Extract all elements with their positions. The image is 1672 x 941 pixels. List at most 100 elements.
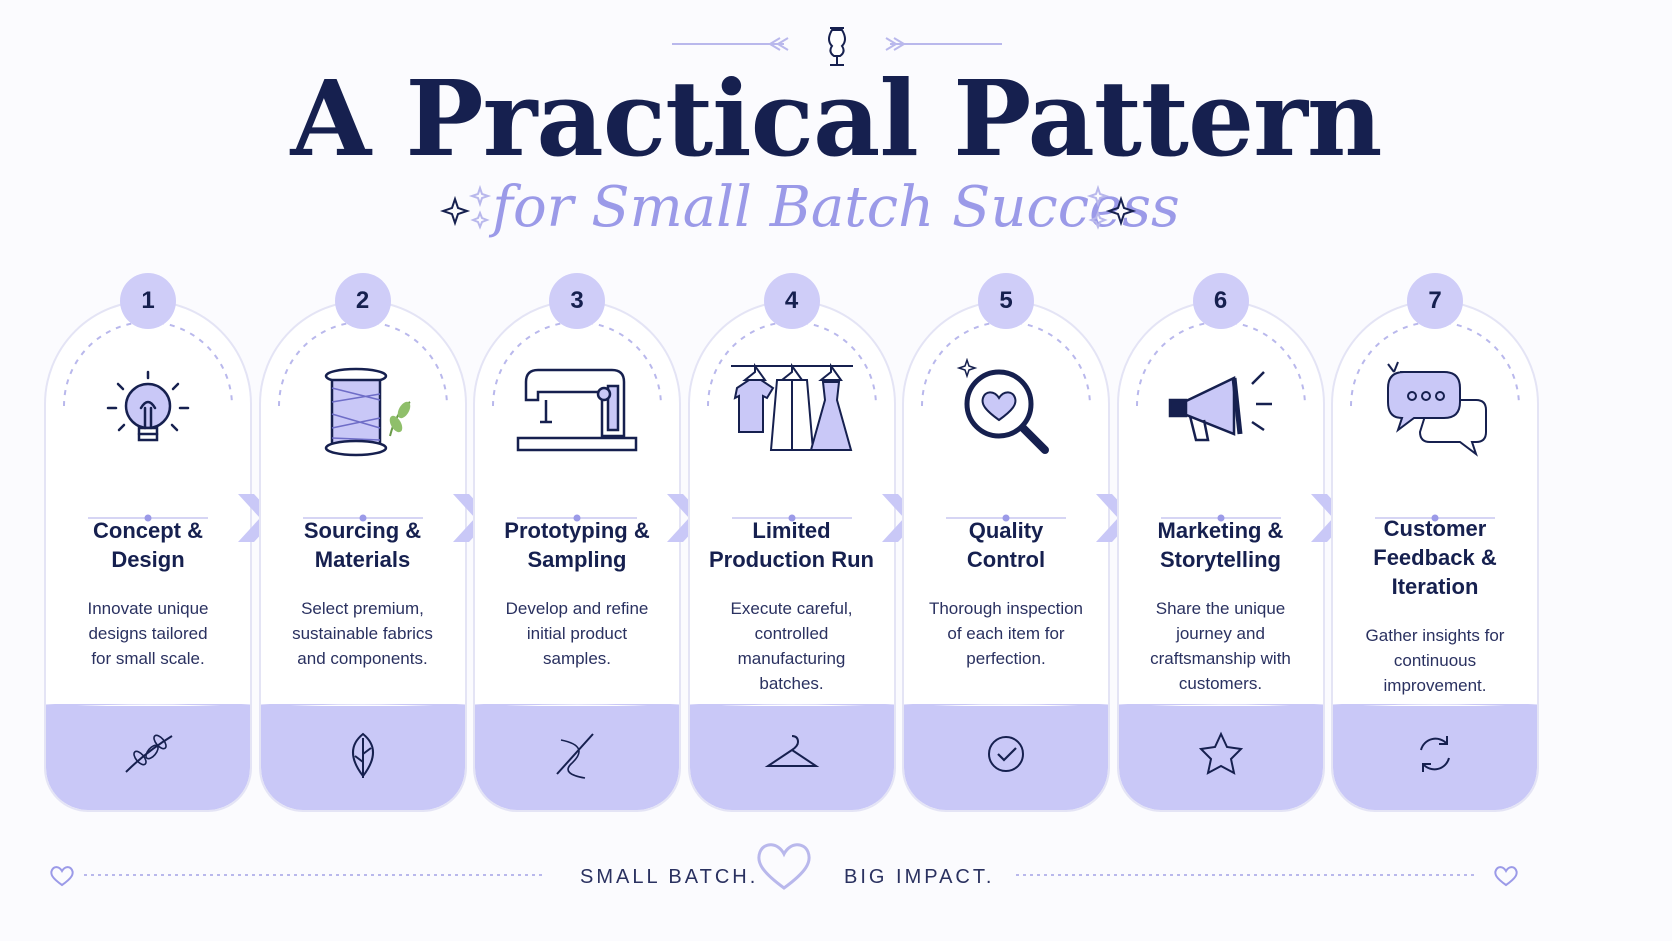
- page-subtitle: for Small Batch Success: [492, 175, 1180, 240]
- step-title: Sourcing & Materials: [269, 516, 457, 574]
- footer-line-right: [1016, 874, 1476, 876]
- mannequin-ornament-icon: [672, 27, 1002, 66]
- step-description-line: for small scale.: [91, 649, 205, 668]
- step-description-line: controlled: [754, 624, 829, 643]
- hanger-icon: [764, 735, 819, 767]
- card-base-wave: [475, 704, 679, 708]
- heart-left-icon: [50, 866, 74, 887]
- step-description-line: and components.: [297, 649, 428, 668]
- step-number-badge: 1: [120, 273, 176, 329]
- leaf-icon: [351, 732, 374, 778]
- step-title: Prototyping & Sampling: [483, 516, 671, 574]
- step-number-badge: 3: [549, 273, 605, 329]
- step-title-line: Production Run: [709, 547, 874, 572]
- magnifier-heart-icon: [956, 358, 1049, 454]
- step-description-line: initial product: [526, 624, 628, 643]
- step-description-line: batches.: [759, 674, 824, 693]
- step-description-line: Innovate unique: [87, 599, 209, 618]
- sewing-machine-icon: [516, 368, 638, 452]
- step-description-line: designs tailored: [88, 624, 208, 643]
- step-description-line: of each item for: [947, 624, 1065, 643]
- step-title-line: Sourcing &: [303, 518, 422, 543]
- card-base-wave: [1333, 704, 1537, 708]
- star-icon: [1198, 731, 1243, 775]
- clothing-rack-icon: [730, 362, 853, 451]
- step-title-line: Limited: [752, 518, 831, 543]
- step-title-line: Sampling: [527, 547, 627, 572]
- card-base: [1333, 704, 1537, 810]
- step-description-line: perfection.: [966, 649, 1046, 668]
- footer-line-left: [84, 874, 544, 876]
- refresh-icon: [1420, 736, 1450, 772]
- card-base: [689, 704, 894, 810]
- step-title-line: Prototyping &: [504, 518, 650, 543]
- step-description-line: journey and: [1176, 624, 1265, 643]
- card-dashed-arc: [706, 321, 877, 407]
- card-dashed-arc: [277, 321, 448, 407]
- card-base-wave: [46, 704, 250, 708]
- sparkle-right-icon: [1086, 184, 1137, 230]
- card-dashed-arc: [63, 321, 233, 407]
- step-description-line: customers.: [1178, 674, 1263, 693]
- card-base-wave: [260, 704, 465, 708]
- thread-spool-icon: [324, 367, 411, 457]
- card-base: [904, 704, 1108, 810]
- step-description-line: Gather insights for: [1365, 626, 1505, 645]
- step-title-line: Concept &: [93, 518, 203, 543]
- step-title: Marketing & Storytelling: [1127, 516, 1315, 574]
- step-title-line: Feedback &: [1373, 545, 1497, 570]
- step-title-line: Customer: [1383, 516, 1487, 541]
- step-number-badge: 5: [978, 273, 1034, 329]
- step-description: Select premium, sustainable fabrics and co…: [275, 596, 451, 671]
- step-card: Marketing &Storytelling Share the unique…: [1116, 300, 1325, 812]
- step-title-line: Control: [966, 547, 1046, 572]
- step-card: Concept &Design Innovate unique designs t…: [44, 300, 252, 812]
- branch-icon: [125, 734, 173, 773]
- card-dashed-arc: [921, 321, 1091, 407]
- step-card: Prototyping & Sampling Develop and refine…: [473, 300, 681, 812]
- footer-right-text: BIG IMPACT.: [844, 866, 995, 888]
- step-description-line: samples.: [542, 649, 612, 668]
- step-description: Develop and refine initial product samples…: [489, 596, 665, 671]
- card-base-wave: [1118, 704, 1323, 708]
- step-title-line: Storytelling: [1159, 547, 1281, 572]
- step-title-line: Marketing &: [1157, 518, 1284, 543]
- step-description-line: Execute careful,: [730, 599, 853, 618]
- step-description-line: sustainable fabrics: [292, 624, 433, 643]
- chat-bubbles-icon: [1387, 361, 1487, 457]
- card-dashed-arc: [1135, 321, 1306, 407]
- step-number-badge: 2: [334, 273, 391, 329]
- card-base-wave: [904, 704, 1108, 708]
- card-base: [475, 704, 679, 810]
- card-divider: [302, 514, 423, 522]
- step-description-line: Develop and refine: [505, 599, 649, 618]
- step-title-line: Materials: [314, 547, 411, 572]
- page-title: A Practical Pattern: [290, 57, 1382, 180]
- step-description-line: Select premium,: [301, 599, 424, 618]
- card-divider: [731, 514, 852, 522]
- card-divider: [946, 514, 1066, 522]
- needle-thread-icon: [556, 733, 594, 779]
- subtitle-row: for Small Batch Success: [0, 168, 1672, 248]
- step-description-line: improvement.: [1383, 676, 1487, 695]
- check-circle-icon: [988, 736, 1024, 772]
- card-dashed-arc: [492, 321, 662, 407]
- card-divider: [1375, 514, 1495, 522]
- step-number-badge: 4: [763, 273, 820, 329]
- heart-center-icon: [757, 843, 811, 890]
- lightbulb-icon: [106, 370, 190, 442]
- step-title: Concept &Design: [54, 516, 242, 574]
- card-divider: [517, 514, 637, 522]
- card-divider: [1160, 514, 1281, 522]
- card-divider: [88, 514, 208, 522]
- step-title-line: Quality: [968, 518, 1044, 543]
- step-number-badge: 7: [1407, 273, 1463, 329]
- megaphone-icon: [1168, 371, 1272, 442]
